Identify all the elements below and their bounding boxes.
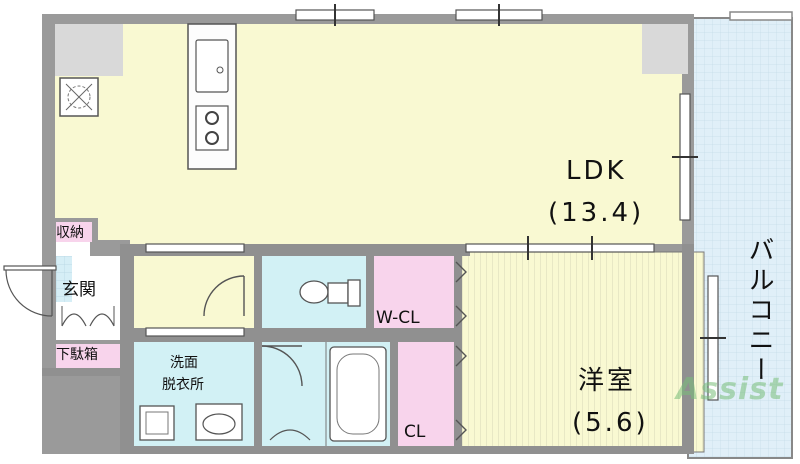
storage-label: 収納	[56, 225, 84, 241]
washroom-label-line1: 洗面	[170, 355, 198, 371]
range-hood	[59, 77, 99, 117]
entrance-door	[3, 265, 57, 317]
entrance	[56, 240, 120, 340]
closet-label: CL	[404, 422, 426, 442]
western-room-floor	[460, 252, 704, 452]
toilet-room	[262, 256, 366, 328]
western-room-size: (5.6)	[572, 408, 649, 438]
closet	[398, 342, 454, 446]
shoe-box	[56, 344, 120, 368]
windows	[295, 4, 726, 401]
storage	[56, 222, 92, 242]
ldk-gray-corner-left	[55, 24, 123, 76]
ldk-size: (13.4)	[548, 198, 645, 228]
ldk-gray-corner-right	[642, 24, 688, 74]
balcony	[687, 11, 793, 459]
balcony-label: バルコニー	[744, 236, 774, 386]
interior-doors	[203, 261, 467, 441]
washroom-label-line2: 脱衣所	[162, 377, 204, 393]
entrance-label: 玄関	[62, 280, 96, 300]
hallway	[130, 256, 254, 334]
bathroom	[262, 342, 392, 446]
washroom	[130, 342, 254, 446]
walk-in-closet	[374, 256, 454, 328]
walk-in-closet-label: W-CL	[376, 308, 420, 328]
hall-double-door	[61, 306, 115, 327]
kitchen-counter	[187, 23, 237, 170]
sliding-doors	[145, 236, 655, 337]
watermark-logo: Assist	[676, 372, 784, 407]
western-room-label: 洋室	[578, 366, 637, 396]
interior-walls	[42, 244, 694, 454]
shoe-box-label: 下駄箱	[56, 347, 98, 363]
ldk-label: LDK	[566, 156, 627, 186]
